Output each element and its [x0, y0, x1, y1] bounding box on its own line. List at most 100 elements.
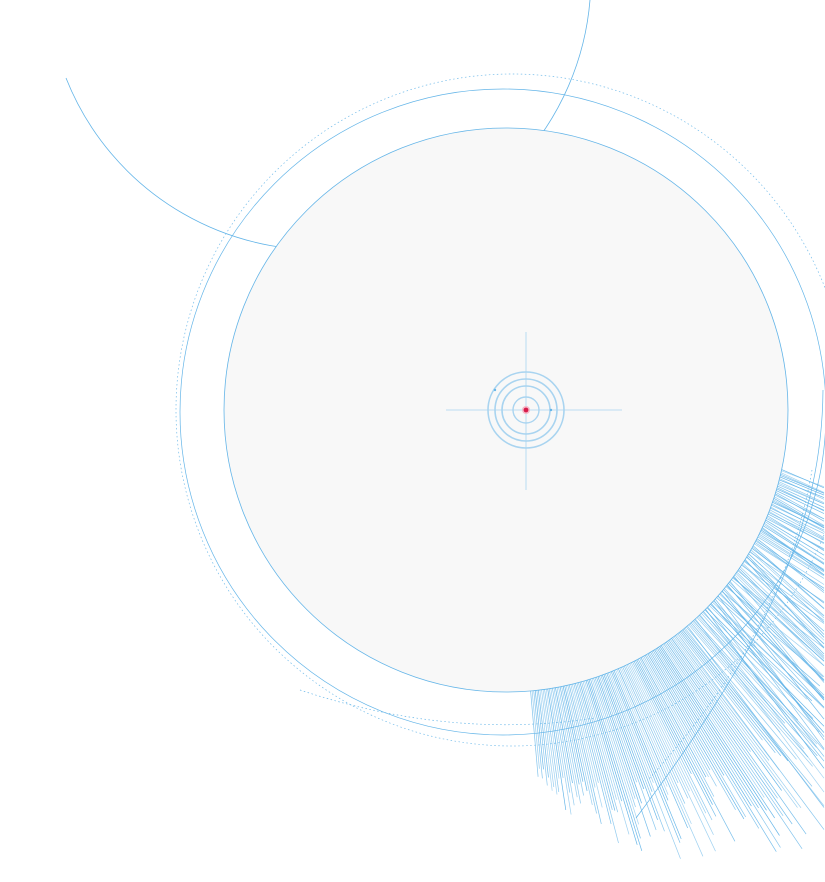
burst-line — [610, 667, 682, 840]
reticle-ring-4 — [512, 396, 540, 424]
burst-line — [641, 652, 717, 787]
burst-line — [539, 685, 553, 791]
burst-line — [569, 680, 596, 788]
burst-line — [546, 684, 567, 811]
burst-line — [545, 684, 560, 779]
burst-line — [727, 577, 825, 699]
burst-line — [731, 571, 825, 667]
burst-line — [776, 471, 825, 494]
burst-line — [588, 674, 641, 839]
burst-line — [724, 581, 825, 701]
burst-line — [715, 592, 825, 741]
burst-line — [741, 555, 825, 649]
burst-line — [688, 619, 809, 758]
burst-line — [623, 661, 689, 799]
burst-line — [602, 670, 658, 821]
burst-line — [699, 608, 820, 733]
burst-line — [630, 658, 713, 821]
burst-line — [756, 530, 825, 573]
burst-line — [669, 633, 798, 808]
burst-line — [712, 595, 825, 737]
burst-line — [633, 656, 717, 817]
burst-line — [616, 664, 689, 829]
burst-line — [702, 605, 825, 769]
burst-line — [561, 681, 584, 782]
burst-line — [573, 679, 612, 824]
burst-line — [596, 672, 642, 804]
burst-line — [748, 543, 825, 610]
burst-line — [627, 659, 714, 835]
burst-line — [579, 677, 619, 813]
burst-line — [774, 480, 825, 505]
burst-line — [760, 520, 825, 565]
burst-line — [635, 655, 736, 842]
tangent-line-solid — [635, 389, 824, 819]
burst-line — [532, 686, 543, 779]
burst-line — [619, 663, 692, 825]
burst-line — [529, 686, 539, 777]
burst-line — [769, 495, 825, 529]
reticle-ring-1 — [487, 371, 565, 449]
burst-line — [647, 648, 725, 776]
burst-line — [587, 675, 643, 852]
burst-line — [672, 631, 770, 761]
burst-line — [708, 600, 825, 733]
burst-line — [744, 552, 825, 635]
burst-line — [654, 644, 759, 809]
burst-line — [607, 668, 654, 783]
burst-line — [560, 682, 584, 796]
burst-line — [761, 517, 825, 556]
burst-line — [600, 670, 645, 790]
burst-line — [758, 524, 825, 576]
burst-line — [722, 583, 825, 666]
burst-line — [563, 681, 588, 792]
lower-dotted-arc — [299, 689, 596, 726]
burst-line — [542, 685, 558, 795]
burst-line — [775, 474, 825, 496]
reticle-tick-dot-left — [493, 388, 497, 392]
reticle-ring-2 — [494, 378, 558, 442]
burst-line — [730, 572, 825, 683]
burst-line — [620, 662, 686, 804]
burst-line — [663, 638, 793, 825]
burst-line — [649, 647, 760, 829]
burst-line — [628, 658, 707, 814]
burst-line — [617, 663, 704, 857]
burst-line — [642, 651, 711, 771]
burst-line — [749, 542, 825, 609]
burst-line — [566, 680, 597, 814]
burst-line — [754, 534, 825, 579]
burst-line — [531, 686, 540, 769]
burst-line — [609, 667, 681, 843]
burst-line — [747, 546, 825, 616]
burst-line — [770, 494, 825, 526]
burst-line — [582, 676, 630, 835]
burst-line — [769, 497, 825, 529]
burst-line — [736, 563, 825, 648]
burst-line — [578, 678, 616, 811]
center-dot — [523, 407, 529, 413]
burst-line — [564, 681, 593, 805]
burst-line — [717, 589, 825, 708]
burst-line — [773, 485, 825, 512]
burst-line — [698, 609, 825, 751]
burst-line — [657, 642, 767, 811]
burst-line — [761, 518, 825, 560]
burst-line — [591, 673, 636, 808]
burst-line — [773, 483, 825, 508]
burst-line — [685, 621, 781, 733]
burst-line — [664, 637, 778, 799]
burst-line — [767, 501, 825, 532]
burst-line — [673, 631, 780, 771]
burst-line — [634, 655, 713, 805]
burst-line — [540, 685, 555, 788]
burst-line — [576, 678, 613, 810]
burst-line — [626, 660, 690, 792]
burst-line — [658, 641, 775, 819]
burst-line — [678, 627, 782, 757]
burst-line — [572, 679, 599, 783]
burst-line — [755, 531, 825, 576]
burst-line — [650, 646, 777, 852]
burst-line — [594, 672, 651, 837]
burst-line — [613, 665, 669, 795]
